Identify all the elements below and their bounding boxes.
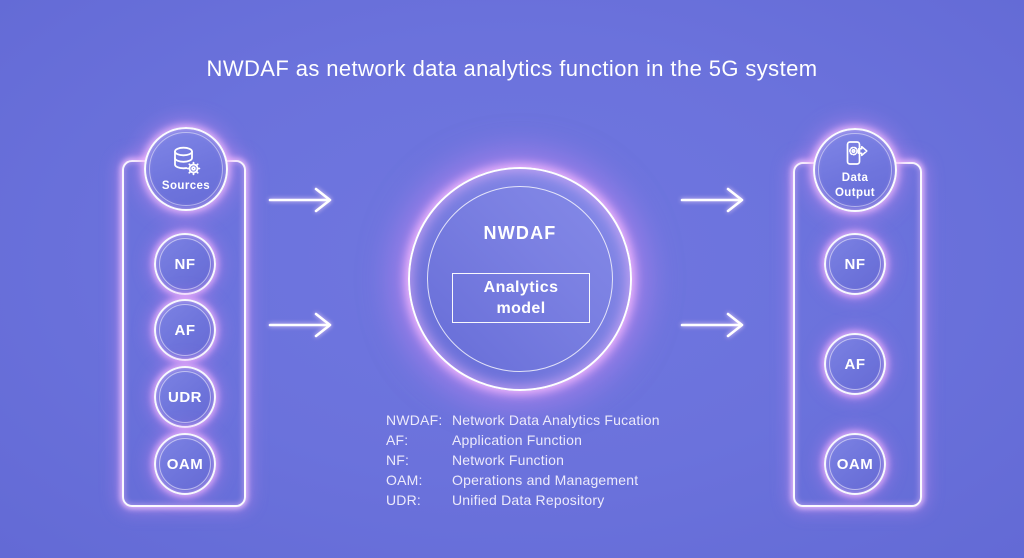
nwdaf-inner-ring <box>427 186 613 372</box>
node-oam-right: OAM <box>824 433 886 495</box>
legend-abbr: OAM: <box>386 472 423 488</box>
arrow-right-icon <box>680 186 752 214</box>
legend-row: NF: Network Function <box>386 450 660 470</box>
legend: NWDAF: Network Data Analytics Fucation A… <box>386 410 660 510</box>
device-output-icon <box>838 140 872 170</box>
sources-hub: Sources <box>144 127 228 211</box>
arrow-right-icon <box>680 311 752 339</box>
legend-full: Network Data Analytics Fucation <box>452 412 660 428</box>
analytics-model-box: Analytics model <box>452 273 590 323</box>
node-label: NF <box>174 255 196 273</box>
legend-row: UDR: Unified Data Repository <box>386 490 660 510</box>
node-label: OAM <box>836 455 874 473</box>
node-nf-left: NF <box>154 233 216 295</box>
legend-abbr: AF: <box>386 432 409 448</box>
node-label: AF <box>174 321 196 339</box>
legend-abbr: UDR: <box>386 492 422 508</box>
node-label: AF <box>844 355 866 373</box>
data-output-hub: Data Output <box>813 128 897 212</box>
node-label: OAM <box>166 455 204 473</box>
node-af-right: AF <box>824 333 886 395</box>
data-output-label: Data Output <box>834 172 876 199</box>
nwdaf-title: NWDAF <box>483 223 557 243</box>
arrow-right-icon <box>268 311 340 339</box>
legend-row: OAM: Operations and Management <box>386 470 660 490</box>
node-af-left: AF <box>154 299 216 361</box>
node-label: NF <box>844 255 866 273</box>
legend-abbr: NF: <box>386 452 410 468</box>
legend-row: NWDAF: Network Data Analytics Fucation <box>386 410 660 430</box>
database-gear-icon <box>169 144 203 178</box>
page-title: NWDAF as network data analytics function… <box>206 56 818 81</box>
node-oam-left: OAM <box>154 433 216 495</box>
legend-full: Operations and Management <box>452 472 639 488</box>
node-nf-right: NF <box>824 233 886 295</box>
arrow-right-icon <box>268 186 340 214</box>
legend-abbr: NWDAF: <box>386 412 443 428</box>
node-udr-left: UDR <box>154 366 216 428</box>
legend-full: Unified Data Repository <box>452 492 605 508</box>
legend-full: Application Function <box>452 432 583 448</box>
legend-row: AF: Application Function <box>386 430 660 450</box>
legend-full: Network Function <box>452 452 565 468</box>
sources-label: Sources <box>161 180 211 193</box>
node-label: UDR <box>168 388 202 406</box>
nwdaf-circle: NWDAF Analytics model <box>408 167 632 391</box>
